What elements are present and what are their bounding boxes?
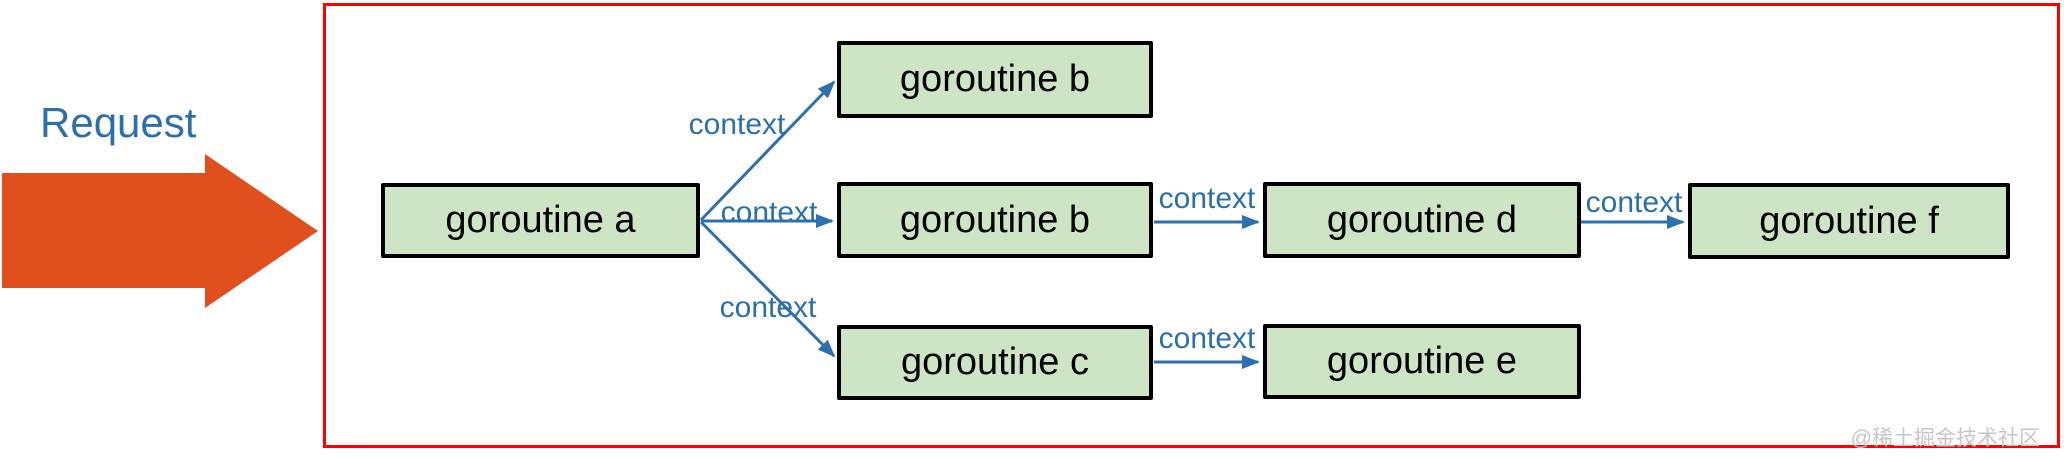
edge-label-context-c-e: context [1158, 322, 1256, 355]
request-arrow-icon [2, 154, 318, 308]
edge-label-context-d-f: context [1585, 186, 1683, 219]
request-label: Request [40, 99, 197, 146]
edge-label-context-a-b-top: context [688, 108, 786, 141]
edge-label-context-a-b-mid: context [720, 196, 818, 229]
node-goroutine-d: goroutine d [1263, 182, 1581, 258]
node-label: goroutine d [1326, 198, 1518, 241]
node-label: goroutine b [899, 198, 1091, 241]
node-goroutine-b-mid: goroutine b [837, 182, 1153, 258]
node-label: goroutine e [1326, 340, 1518, 382]
goroutine-scope-frame [323, 3, 2060, 448]
watermark-text: @稀土掘金技术社区 [1850, 427, 2040, 450]
node-goroutine-f: goroutine f [1688, 183, 2010, 259]
node-label: goroutine b [899, 58, 1091, 100]
node-goroutine-c: goroutine c [837, 325, 1153, 400]
node-goroutine-e: goroutine e [1263, 324, 1581, 399]
node-goroutine-b-top: goroutine b [837, 41, 1153, 118]
node-label: goroutine a [445, 199, 636, 241]
edge-label-context-b-d: context [1158, 182, 1256, 215]
node-label: goroutine f [1759, 199, 1939, 242]
node-label: goroutine c [900, 341, 1089, 383]
node-goroutine-a: goroutine a [381, 183, 700, 258]
edge-label-context-a-c: context [719, 291, 817, 324]
